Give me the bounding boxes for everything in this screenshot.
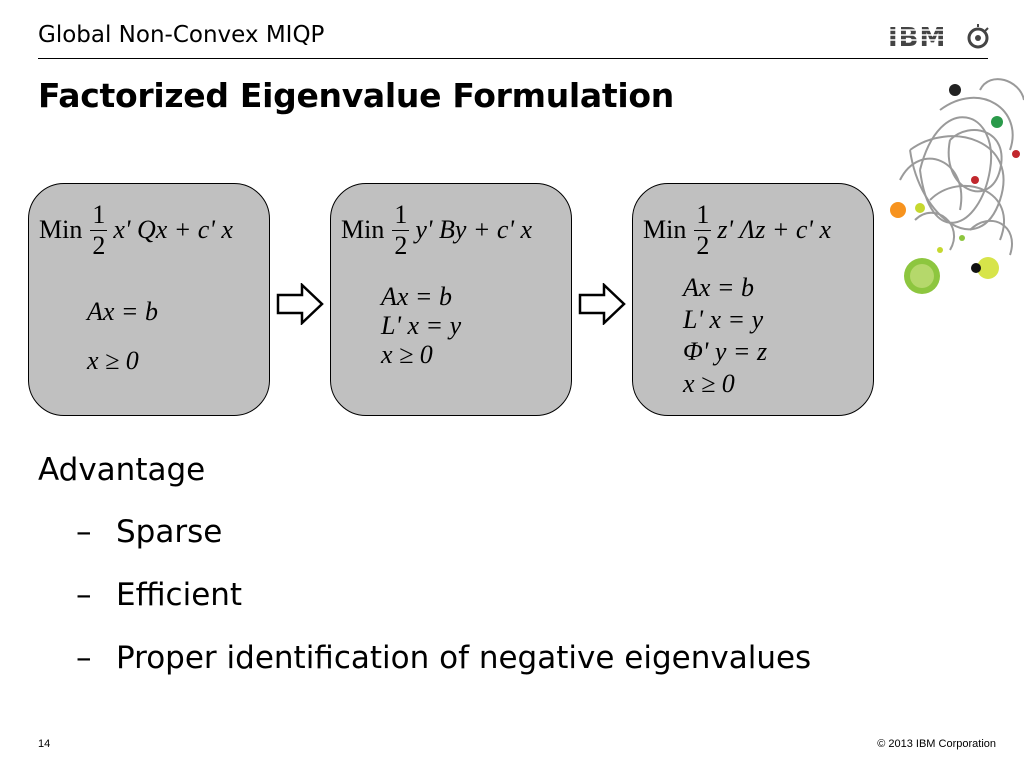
formulation-box-factorized: Min 1 2 y' By + c' x Ax = b L' x = y x ≥… bbox=[330, 183, 572, 416]
constraint: Ax = b bbox=[683, 273, 754, 302]
ibm-logo: IBM bbox=[888, 23, 989, 52]
section-title: Global Non-Convex MIQP bbox=[38, 22, 325, 48]
arrow-right-icon bbox=[276, 283, 324, 325]
constraint: x ≥ 0 bbox=[87, 346, 139, 375]
constraint: x ≥ 0 bbox=[381, 340, 433, 369]
slide-title: Factorized Eigenvalue Formulation bbox=[38, 76, 674, 115]
fraction: 1 2 bbox=[392, 199, 410, 260]
arrow-right-icon bbox=[578, 283, 626, 325]
list-item-text: Sparse bbox=[116, 514, 223, 550]
constraint: Ax = b bbox=[381, 282, 452, 311]
constraint: x ≥ 0 bbox=[683, 369, 735, 398]
bullet-dash: – bbox=[76, 514, 92, 550]
advantages-heading: Advantage bbox=[38, 452, 206, 488]
constraints: Ax = b L' x = y x ≥ 0 bbox=[381, 282, 461, 369]
constraint: L' x = y bbox=[381, 311, 462, 340]
fraction: 1 2 bbox=[694, 199, 712, 260]
bullet-dash: – bbox=[76, 577, 92, 613]
formulation-box-eigenvalue: Min 1 2 z' Λz + c' x Ax = b L' x = y Φ' … bbox=[632, 183, 874, 416]
objective: Min 1 2 z' Λz + c' x bbox=[643, 190, 831, 270]
objective-expression: y' By + c' x bbox=[415, 215, 533, 244]
min-label: Min bbox=[643, 215, 687, 244]
ibm-logo-text: IBM bbox=[888, 23, 946, 52]
formulation-box-original: Min 1 2 x' Qx + c' x Ax = b x ≥ 0 bbox=[28, 183, 270, 416]
list-item: – Sparse bbox=[76, 514, 811, 550]
list-item: – Efficient bbox=[76, 577, 811, 613]
header-divider bbox=[38, 58, 988, 59]
min-label: Min bbox=[39, 215, 83, 244]
bullet-dash: – bbox=[76, 640, 92, 676]
objective: Min 1 2 x' Qx + c' x bbox=[39, 190, 233, 270]
constraint: L' x = y bbox=[683, 305, 764, 334]
objective: Min 1 2 y' By + c' x bbox=[341, 190, 532, 270]
list-item-text: Proper identification of negative eigenv… bbox=[116, 640, 812, 676]
constraint: Φ' y = z bbox=[683, 337, 768, 366]
constraints: Ax = b x ≥ 0 bbox=[87, 287, 158, 385]
constraints: Ax = b L' x = y Φ' y = z x ≥ 0 bbox=[683, 272, 767, 400]
constraint: Ax = b bbox=[87, 297, 158, 326]
decorative-network-graphic bbox=[890, 78, 1024, 294]
copyright: © 2013 IBM Corporation bbox=[877, 738, 996, 750]
objective-expression: z' Λz + c' x bbox=[717, 215, 832, 244]
page-number: 14 bbox=[38, 738, 51, 750]
advantages-list: Advantage – Sparse – Efficient – Proper … bbox=[38, 452, 811, 703]
list-item: – Proper identification of negative eige… bbox=[76, 640, 811, 676]
min-label: Min bbox=[341, 215, 385, 244]
list-item-text: Efficient bbox=[116, 577, 243, 613]
fraction: 1 2 bbox=[90, 199, 108, 260]
objective-expression: x' Qx + c' x bbox=[113, 215, 233, 244]
